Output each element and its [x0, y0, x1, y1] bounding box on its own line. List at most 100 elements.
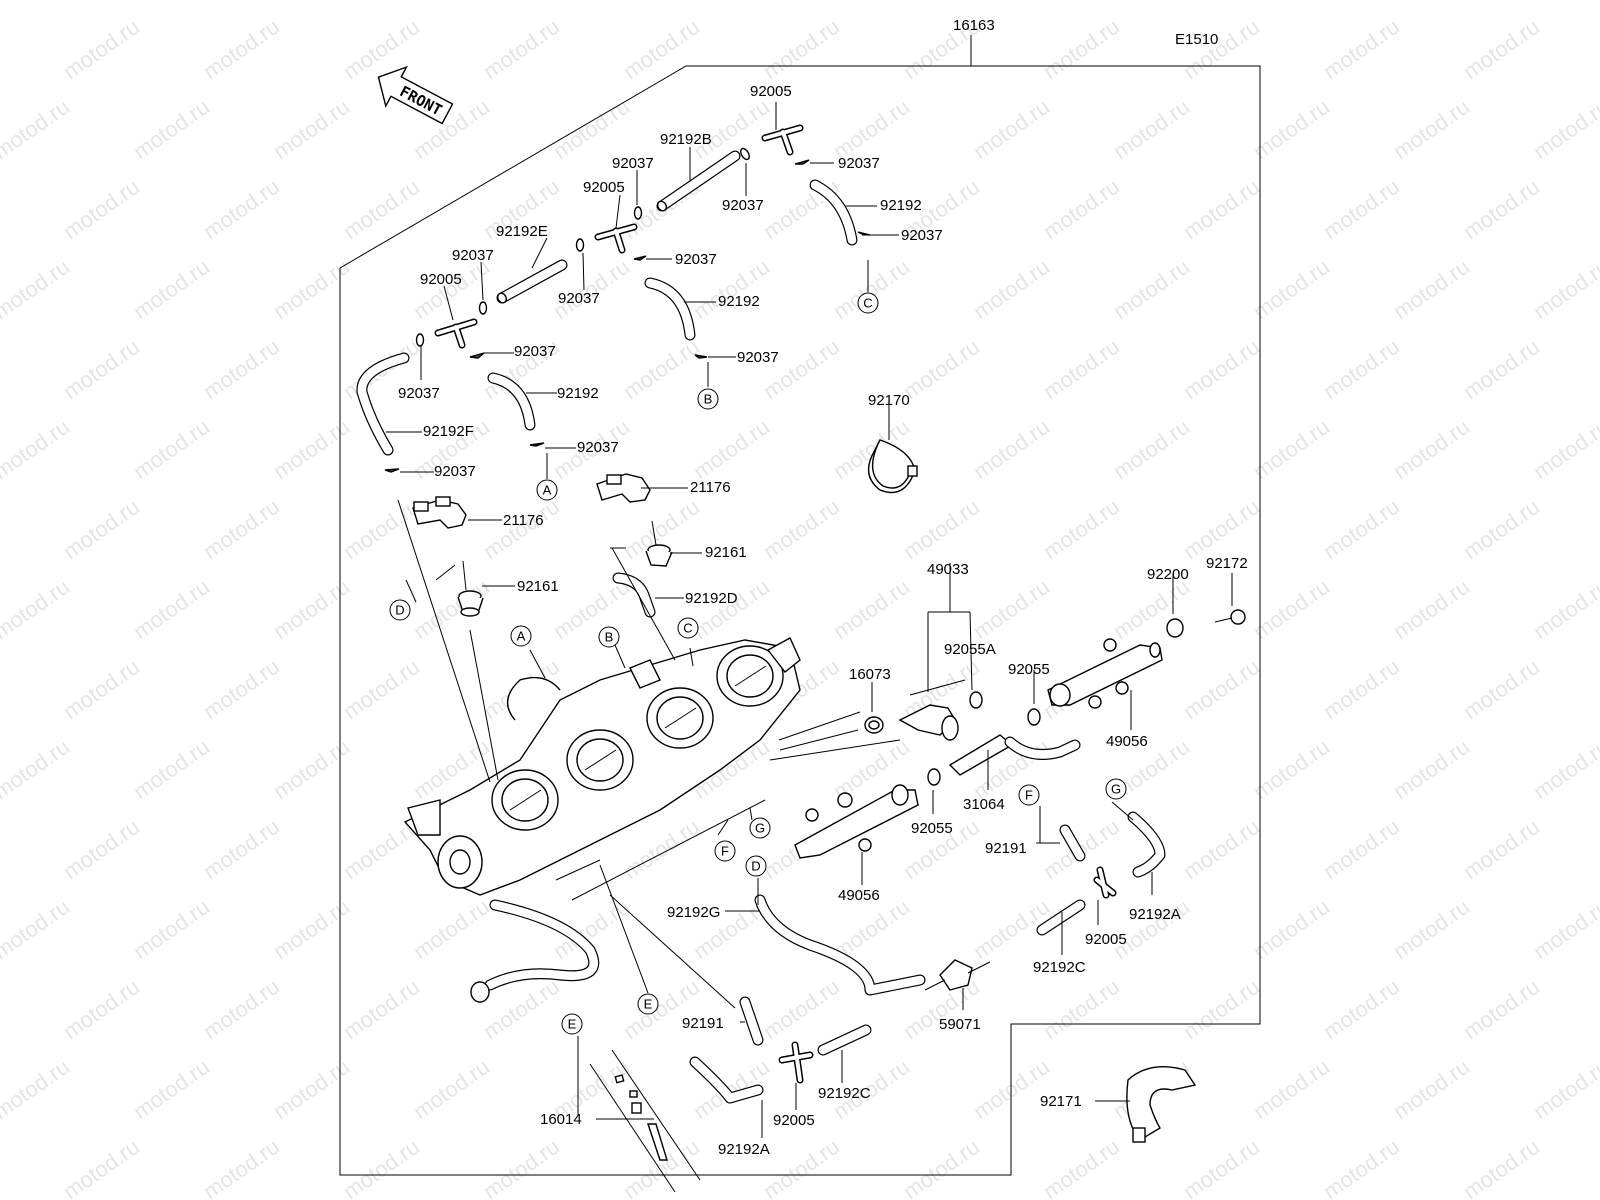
callout-21176-left: 21176 — [503, 512, 544, 529]
watermark-text: motod.ru — [1179, 1134, 1264, 1200]
callout-92005-low: 92005 — [420, 271, 462, 288]
watermark-text: motod.ru — [1109, 0, 1194, 4]
callout-92192d: 92192D — [685, 590, 738, 607]
ref-marker-b: B — [598, 626, 620, 648]
watermark-text: motod.ru — [1459, 814, 1544, 884]
svg-text:C: C — [683, 621, 692, 636]
watermark-text: motod.ru — [409, 894, 494, 964]
svg-text:C: C — [863, 296, 872, 311]
throttle-bores — [491, 645, 784, 831]
watermark-text: motod.ru — [479, 1134, 564, 1200]
watermark-text: motod.ru — [1529, 0, 1600, 4]
watermark-text: motod.ru — [199, 174, 284, 244]
watermark-text: motod.ru — [59, 334, 144, 404]
o-rings — [864, 618, 1184, 786]
watermark-text: motod.ru — [1389, 1054, 1474, 1124]
watermark-text: motod.ru — [829, 0, 914, 4]
watermark-text: motod.ru — [1319, 814, 1404, 884]
svg-text:F: F — [1025, 788, 1033, 803]
hose-92192e — [496, 259, 568, 304]
watermark-text: motod.ru — [759, 974, 844, 1044]
watermark-text: motod.ru — [269, 94, 354, 164]
watermark-text: motod.ru — [619, 14, 704, 84]
watermark-text: motod.ru — [0, 254, 74, 324]
watermark-text: motod.ru — [59, 14, 144, 84]
callout-92037-k: 92037 — [577, 439, 619, 456]
assembly-number: 16163 — [953, 17, 995, 34]
callout-92200: 92200 — [1147, 566, 1189, 583]
watermark-text: motod.ru — [59, 174, 144, 244]
watermark-text: motod.ru — [129, 574, 214, 644]
watermark-text: motod.ru — [1459, 494, 1544, 564]
callout-92055a: 92055A — [944, 641, 996, 658]
callout-59071: 59071 — [939, 1016, 981, 1033]
watermark-text: motod.ru — [0, 334, 4, 404]
watermark-text: motod.ru — [339, 654, 424, 724]
watermark-text: motod.ru — [1389, 0, 1474, 4]
watermark-text: motod.ru — [129, 414, 214, 484]
callout-92037-f: 92037 — [675, 251, 717, 268]
watermark-text: motod.ru — [409, 1054, 494, 1124]
watermark-text: motod.ru — [339, 974, 424, 1044]
watermark-text: motod.ru — [1249, 894, 1334, 964]
watermark-text: motod.ru — [1039, 14, 1124, 84]
callout-92005-mid: 92005 — [583, 179, 625, 196]
watermark-text: motod.ru — [1179, 14, 1264, 84]
fuel-rail-upper — [1047, 638, 1163, 709]
ref-marker-a: A — [510, 625, 532, 647]
watermark-text: motod.ru — [1319, 1134, 1404, 1200]
watermark-text: motod.ru — [129, 254, 214, 324]
watermark-text: motod.ru — [1319, 334, 1404, 404]
svg-text:F: F — [721, 844, 729, 859]
watermark-text: motod.ru — [829, 94, 914, 164]
watermark-text: motod.ru — [269, 414, 354, 484]
injector-49033 — [898, 704, 959, 741]
watermark-text: motod.ru — [339, 14, 424, 84]
ref-marker-f: F — [1018, 784, 1040, 806]
svg-text:G: G — [1111, 782, 1121, 797]
watermark-text: motod.ru — [0, 414, 74, 484]
callout-labels: 92005 92192B 92037 92005 92037 92037 921… — [398, 83, 1248, 1158]
watermark-text: motod.ru — [1109, 414, 1194, 484]
clamps — [384, 147, 871, 473]
watermark-text: motod.ru — [0, 734, 74, 804]
ref-marker-d: D — [745, 855, 767, 877]
watermark-text: motod.ru — [899, 334, 984, 404]
svg-text:G: G — [755, 821, 765, 836]
upper-hoses — [356, 124, 871, 473]
watermark-text: motod.ru — [1319, 174, 1404, 244]
watermark-text: motod.ru — [339, 494, 424, 564]
callout-92192a-right: 92192A — [1129, 906, 1181, 923]
watermark-text: motod.ru — [1459, 334, 1544, 404]
watermark-text: motod.ru — [1529, 734, 1600, 804]
watermark-text: motod.ru — [1389, 94, 1474, 164]
watermark-text: motod.ru — [1529, 574, 1600, 644]
callout-92192a-left: 92192A — [718, 1141, 770, 1158]
bolt-92172 — [1214, 609, 1246, 625]
callout-92192c-left: 92192C — [818, 1085, 871, 1102]
ref-marker-g: G — [1105, 778, 1127, 800]
watermark-text: motod.ru — [0, 0, 74, 4]
watermark-text: motod.ru — [1039, 494, 1124, 564]
watermark-text: motod.ru — [759, 494, 844, 564]
callout-92037-b: 92037 — [722, 197, 764, 214]
clamp-92171 — [1126, 1066, 1197, 1143]
watermark-text: motod.ru — [1459, 14, 1544, 84]
callout-49033: 49033 — [927, 561, 969, 578]
callout-92171: 92171 — [1040, 1093, 1082, 1110]
callout-92192-b: 92192 — [718, 293, 760, 310]
svg-text:A: A — [517, 629, 526, 644]
watermark-text: motod.ru — [0, 654, 4, 724]
callout-92037-a: 92037 — [612, 155, 654, 172]
svg-text:E: E — [644, 997, 653, 1012]
watermark-text: motod.ru — [339, 174, 424, 244]
callout-92037-h: 92037 — [398, 385, 440, 402]
watermark-text: motod.ru — [1389, 894, 1474, 964]
watermark-text: motod.ru — [1249, 734, 1334, 804]
fitting-92161-right — [645, 520, 673, 567]
screw-16014 — [589, 1049, 701, 1193]
watermark-text: motod.ru — [59, 654, 144, 724]
watermark-text: motod.ru — [199, 1134, 284, 1200]
watermark-text: motod.ru — [1179, 494, 1264, 564]
